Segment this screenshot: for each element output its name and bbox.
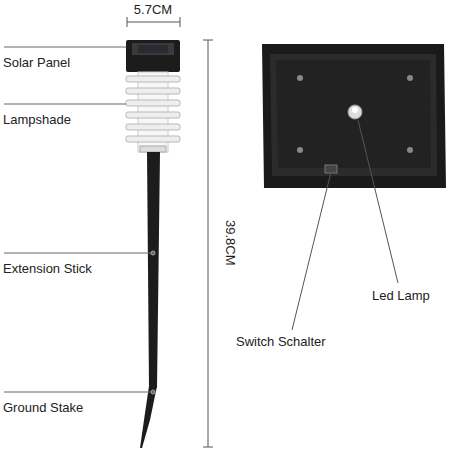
solar-panel: [126, 40, 180, 72]
ground-stake: [140, 386, 157, 448]
leader-lines: [4, 47, 155, 394]
height-dimension: [203, 40, 213, 447]
part-label: Led Lamp: [372, 288, 430, 304]
head-underside: [262, 44, 446, 188]
width-dimension: [127, 17, 180, 27]
part-label: Solar Panel: [3, 55, 70, 71]
part-label: Ground Stake: [3, 400, 83, 416]
dimension-label: 5.7CM: [134, 2, 172, 18]
part-label: Lampshade: [3, 112, 71, 128]
lampshade: [126, 72, 180, 152]
part-label: Switch Schalter: [236, 334, 326, 350]
dimension-label: 39.8CM: [222, 220, 238, 266]
extension-stick: [147, 152, 160, 388]
part-label: Extension Stick: [3, 261, 92, 277]
